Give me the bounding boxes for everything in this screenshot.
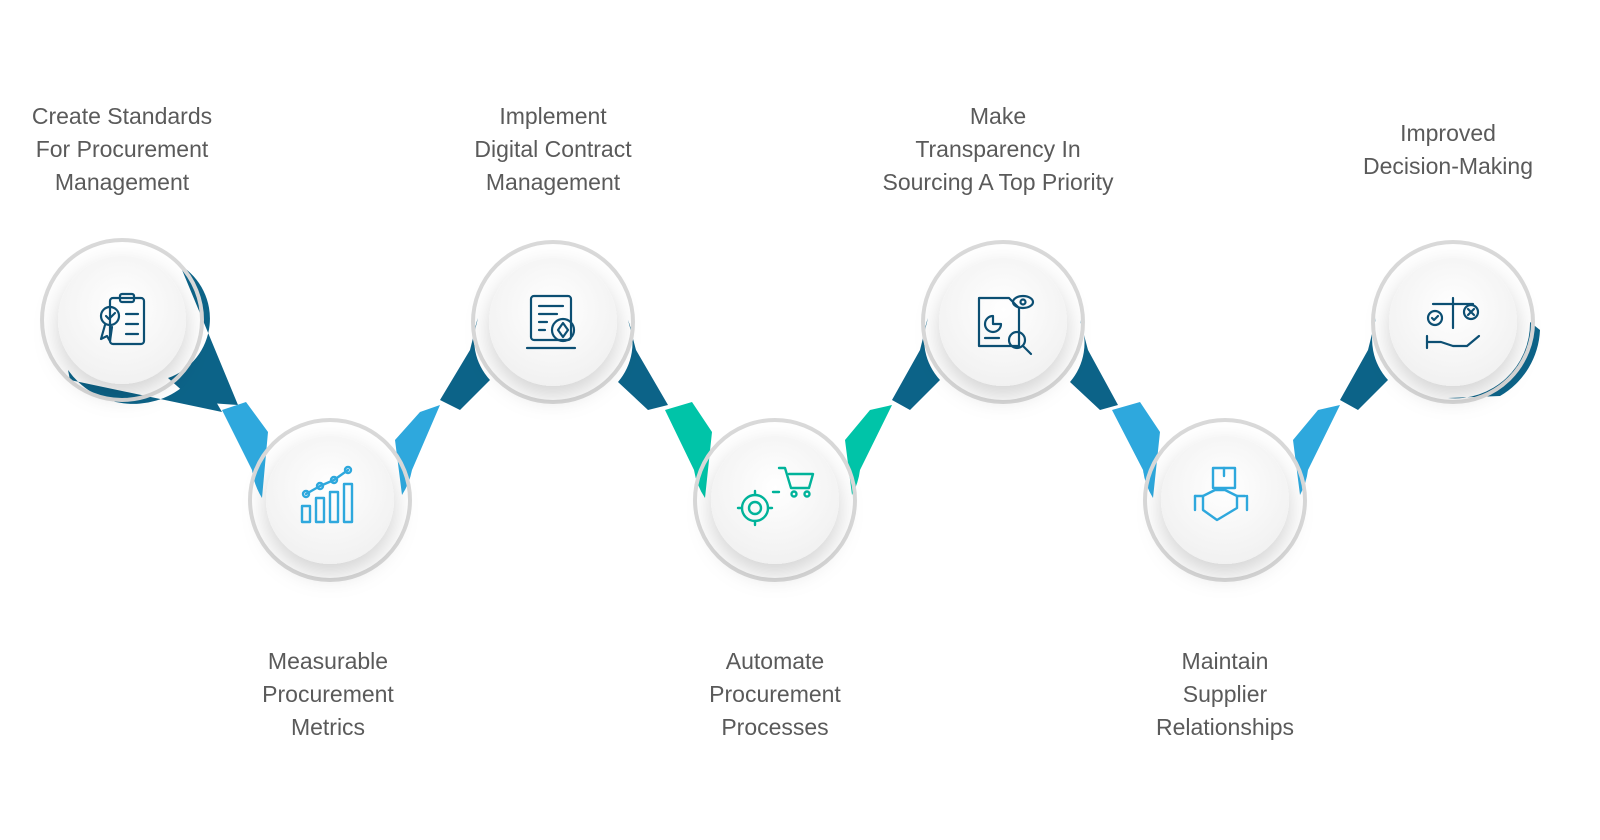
step-label-7: Improved Decision-Making (1362, 120, 1533, 179)
band-3 (440, 318, 668, 410)
step-node-2 (248, 418, 412, 582)
step-node-6 (1143, 418, 1307, 582)
balance-scale-icon (1425, 296, 1481, 350)
step-label-1: Create Standards For Procurement Managem… (31, 103, 213, 195)
step-label-6: Maintain Supplier Relationships (1155, 648, 1295, 740)
certificate-clipboard-icon (99, 292, 146, 346)
step-node-7 (1371, 240, 1535, 404)
growth-bar-chart-icon (300, 465, 354, 524)
report-inspection-icon (977, 294, 1035, 356)
supplier-handshake-icon (1193, 466, 1249, 522)
band-5 (892, 318, 1118, 410)
band-7 (1340, 318, 1540, 410)
step-label-4: Automate Procurement Processes (709, 648, 841, 740)
digital-contract-icon (525, 294, 577, 350)
step-label-3: Implement Digital Contract Management (474, 103, 632, 195)
step-label-2: Measurable Procurement Metrics (262, 648, 394, 740)
step-node-5 (921, 240, 1085, 404)
step-label-5: Make Transparency In Sourcing A Top Prio… (882, 103, 1114, 195)
step-node-1 (40, 238, 204, 402)
step-node-4 (693, 418, 857, 582)
step-node-3 (471, 240, 635, 404)
automation-cart-gear-icon (736, 466, 815, 527)
